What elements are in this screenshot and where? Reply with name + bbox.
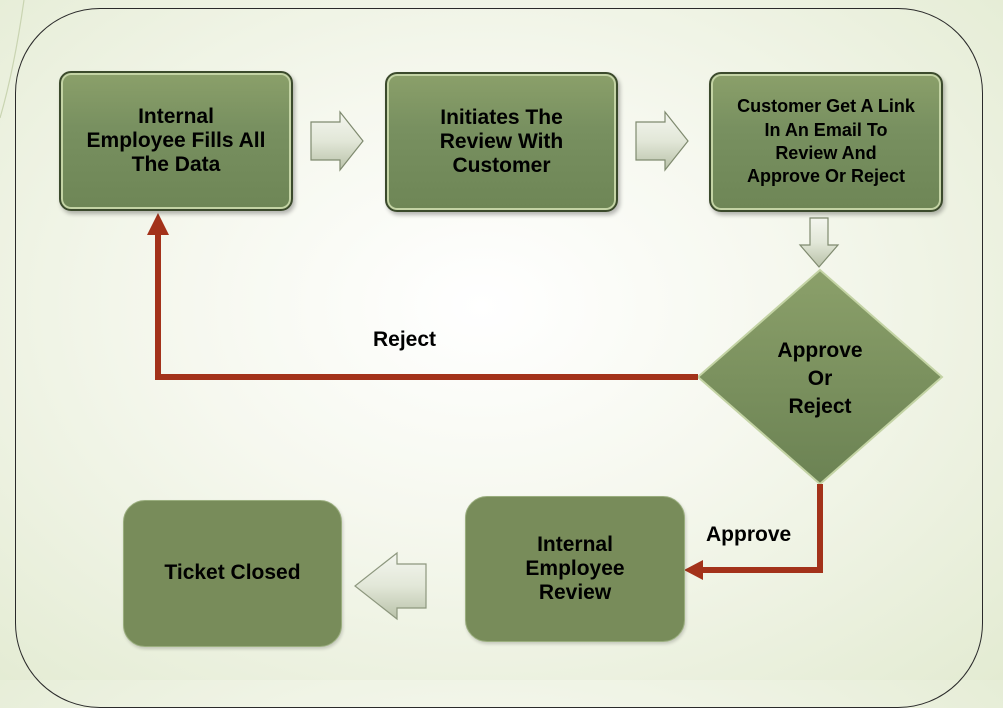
email-link-label: Customer Get A Link In An Email To Revie…	[737, 96, 915, 187]
ticket-closed-node: Ticket Closed	[123, 500, 342, 647]
employee-review-label: Internal Employee Review	[525, 532, 625, 605]
initiate-review-label: Initiates The Review With Customer	[439, 105, 564, 178]
email-link-node: Customer Get A Link In An Email To Revie…	[709, 72, 943, 212]
decision-text: Approve Or Reject	[730, 337, 910, 421]
reject-edge-label: Reject	[373, 328, 437, 351]
decision-label: Approve Or Reject	[777, 339, 863, 418]
employee-review-node: Internal Employee Review	[465, 496, 685, 642]
fill-data-node: Internal Employee Fills All The Data	[59, 71, 293, 211]
initiate-review-node: Initiates The Review With Customer	[385, 72, 618, 212]
approve-edge-label: Approve	[706, 523, 792, 546]
ticket-closed-label: Ticket Closed	[164, 561, 301, 585]
fill-data-label: Internal Employee Fills All The Data	[86, 104, 266, 177]
